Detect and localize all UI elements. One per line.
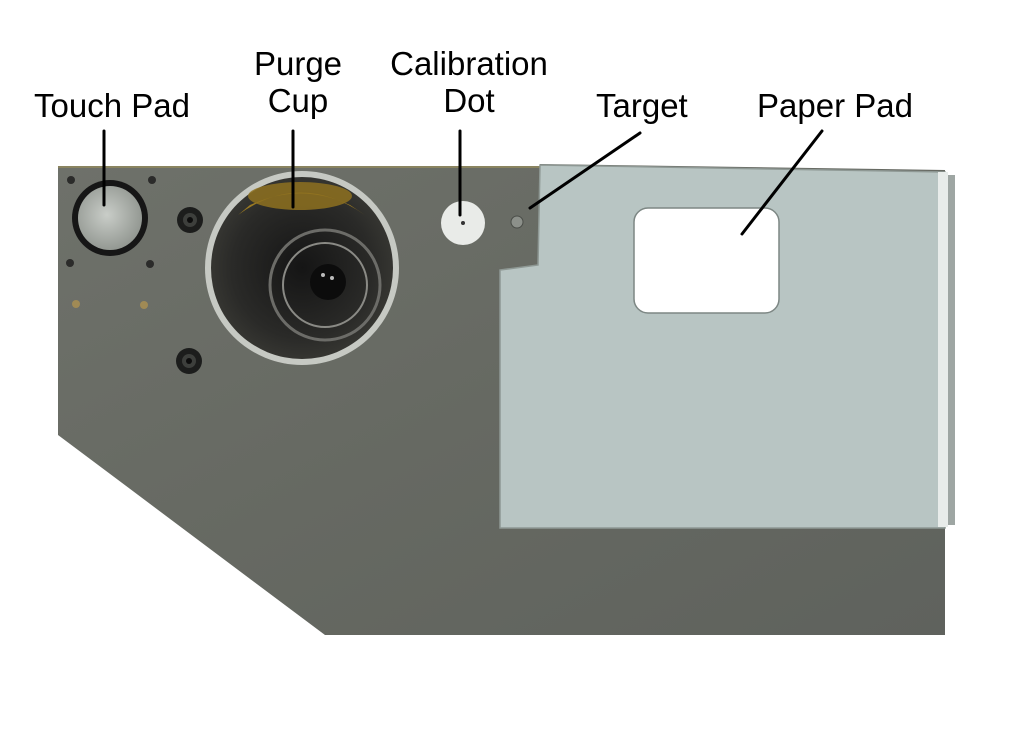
- label-purge-cup-line2: Cup: [267, 82, 329, 119]
- touch-pad: [66, 176, 156, 309]
- label-target: Target: [596, 87, 688, 124]
- label-touch-pad: Touch Pad: [34, 87, 190, 124]
- label-paper-pad: Paper Pad: [757, 87, 913, 124]
- target-leader: [528, 131, 642, 210]
- calibration-dot: [441, 201, 485, 245]
- label-calibration-dot-line2: Dot: [443, 82, 495, 119]
- label-calibration-dot: Calibration Dot: [380, 45, 558, 119]
- purge-cup: [205, 171, 399, 365]
- paper-pad-leader: [740, 129, 824, 236]
- screw-lower: [176, 348, 202, 374]
- label-calibration-dot-line1: Calibration: [390, 45, 548, 82]
- screw-upper: [177, 207, 203, 233]
- label-purge-cup-line1: Purge: [253, 45, 343, 82]
- paper-pad-cutout: [633, 207, 780, 314]
- target-marker: [510, 215, 524, 229]
- label-purge-cup: Purge Cup: [240, 45, 356, 119]
- paper-pad: [499, 164, 955, 529]
- leader-lines: [102, 129, 824, 236]
